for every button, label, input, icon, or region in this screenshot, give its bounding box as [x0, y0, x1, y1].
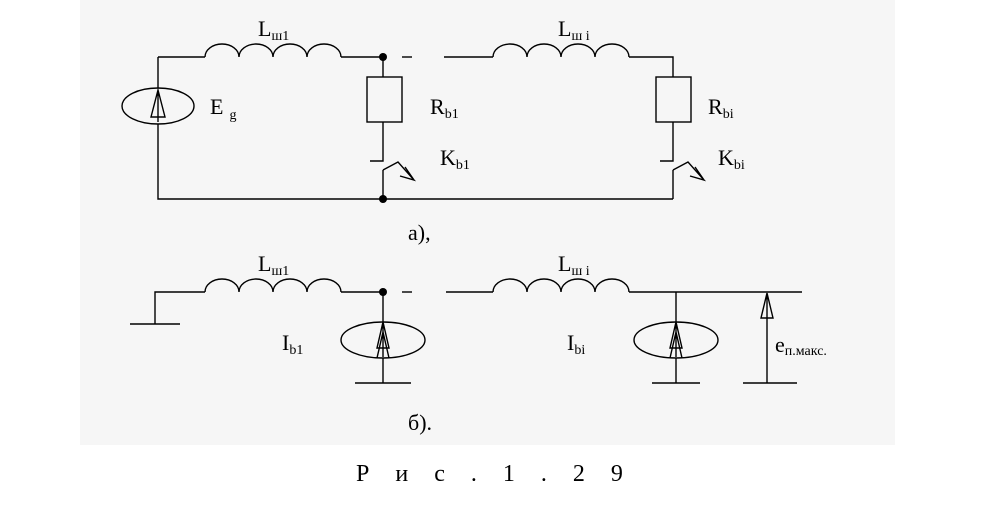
wire-b-ii-ground	[652, 358, 700, 384]
label-b-i1: Ib1	[282, 330, 303, 358]
resistor-a-1	[366, 76, 403, 123]
switch-a-i	[672, 161, 707, 182]
label-a-ri: Rbi	[708, 94, 734, 122]
inductor-a-i	[492, 43, 630, 58]
label-a-li: Lш i	[558, 16, 590, 44]
arrow-up-icon	[669, 321, 683, 359]
label-a-r1: Rb1	[430, 94, 459, 122]
label-b-ii: Ibi	[567, 330, 585, 358]
inductor-b-i	[492, 278, 630, 293]
wire-a-r1-bottom	[370, 122, 384, 162]
label-b-voltage: eп.макс.	[775, 332, 827, 359]
circuit-a	[121, 43, 707, 203]
caption-b: б).	[408, 410, 432, 435]
label-a-ki: Kbi	[718, 145, 745, 173]
inductor-b-1	[204, 278, 342, 293]
wire-b-ground-left	[130, 291, 205, 325]
switch-a-1	[382, 161, 417, 182]
circuit-b	[130, 278, 802, 384]
label-a-l1: Lш1	[258, 16, 289, 44]
arrow-up-icon	[376, 321, 390, 359]
label-b-l1: Lш1	[258, 251, 289, 279]
figure-caption: Р и с . 1 . 2 9	[356, 461, 633, 487]
label-a-k1: Kb1	[440, 145, 470, 173]
inductor-a-1	[204, 43, 342, 58]
wire-a-top-right-2	[629, 56, 674, 77]
arrow-up-icon	[150, 87, 166, 122]
figure-background	[80, 0, 895, 445]
label-b-li: Lш i	[558, 251, 590, 279]
wire-a-ri-bottom	[660, 122, 674, 162]
wire-b-i1-ground	[355, 358, 411, 384]
caption-a: а),	[408, 220, 431, 245]
voltage-arrow	[760, 292, 774, 383]
wire-a-left-bottom	[157, 124, 383, 200]
